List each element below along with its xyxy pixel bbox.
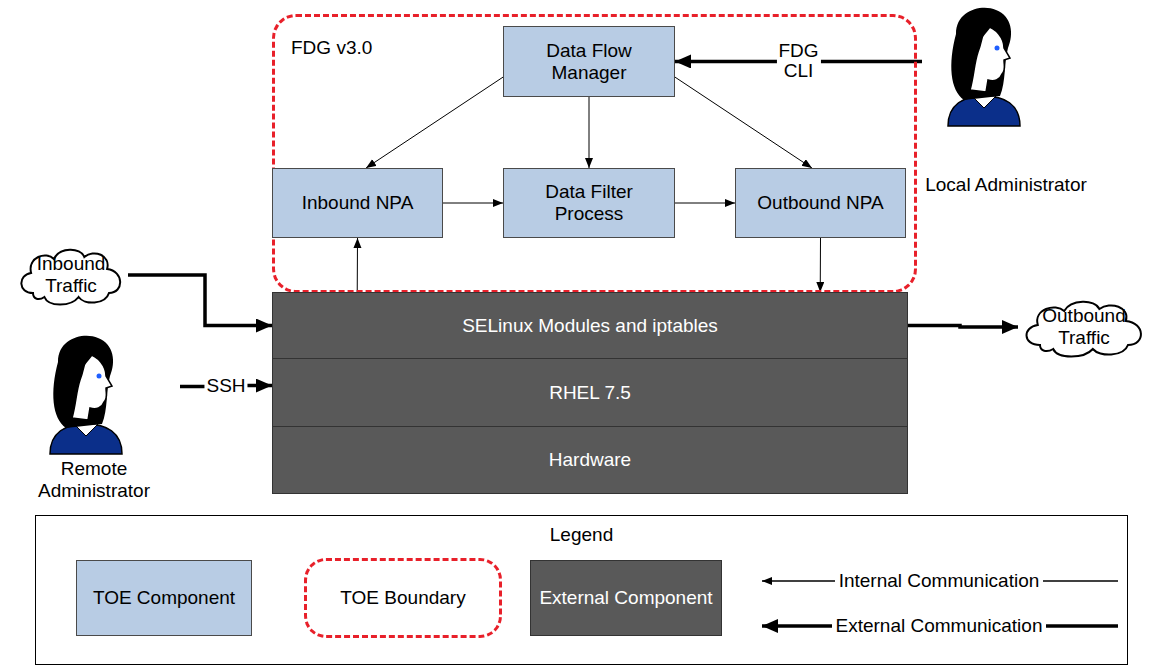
boundary-label: FDG v3.0 (291, 37, 372, 59)
node-label: Outbound NPA (757, 192, 883, 214)
toe-component: Data Filter Process (503, 168, 675, 238)
node-label: RHEL 7.5 (549, 382, 631, 404)
external-communication (128, 275, 272, 326)
internal-communication (443, 203, 503, 204)
legend-label: TOE Component (87, 587, 241, 609)
node-label: Data Flow Manager (512, 40, 666, 84)
administrator-figure: Local Administrator (922, 4, 1090, 196)
toe-component: Outbound NPA (735, 168, 906, 238)
connector-label: FDG CLI (776, 41, 820, 83)
node-label: Data Filter Process (512, 181, 666, 225)
node-label: Local Administrator (922, 174, 1090, 196)
node-label: Inbound NPA (302, 192, 414, 214)
node-label: Remote Administrator (8, 458, 180, 502)
legend-item: TOE Component (76, 560, 252, 636)
legend-label: Internal Communication (835, 570, 1044, 592)
person-icon (934, 4, 1034, 129)
internal-communication (366, 77, 503, 168)
legend-label: External Communication (832, 615, 1047, 637)
internal-communication (589, 97, 590, 168)
internal-communication (675, 203, 735, 204)
legend-line-item: Internal Communication (758, 566, 1120, 596)
legend-title: Legend (36, 524, 1127, 546)
toe-component: Data Flow Manager (503, 26, 675, 97)
traffic-cloud: Inbound Traffic (14, 243, 128, 307)
internal-communication (820, 238, 821, 292)
external-communication (908, 326, 1018, 328)
connector-label: SSH (204, 376, 247, 397)
legend-item: TOE Boundary (304, 558, 502, 638)
administrator-figure: Remote Administrator (8, 332, 180, 502)
node-label: Hardware (549, 449, 631, 471)
external-component: RHEL 7.5 (272, 358, 908, 427)
person-icon (36, 332, 136, 457)
legend-label: TOE Boundary (334, 587, 471, 609)
external-component: Hardware (272, 426, 908, 494)
legend-line-item: External Communication (758, 611, 1120, 641)
external-component: SELinux Modules and iptables (272, 292, 908, 359)
legend-box: LegendTOE ComponentTOE BoundaryExternal … (35, 515, 1128, 665)
internal-communication (357, 238, 358, 292)
node-label: Inbound Traffic (14, 253, 128, 297)
node-label: SELinux Modules and iptables (462, 315, 718, 337)
node-label: Outbound Traffic (1018, 305, 1150, 349)
legend-item: External Component (530, 560, 722, 636)
internal-communication (675, 77, 812, 168)
legend-label: External Component (533, 587, 718, 609)
toe-component: Inbound NPA (272, 168, 443, 238)
traffic-cloud: Outbound Traffic (1018, 295, 1150, 359)
